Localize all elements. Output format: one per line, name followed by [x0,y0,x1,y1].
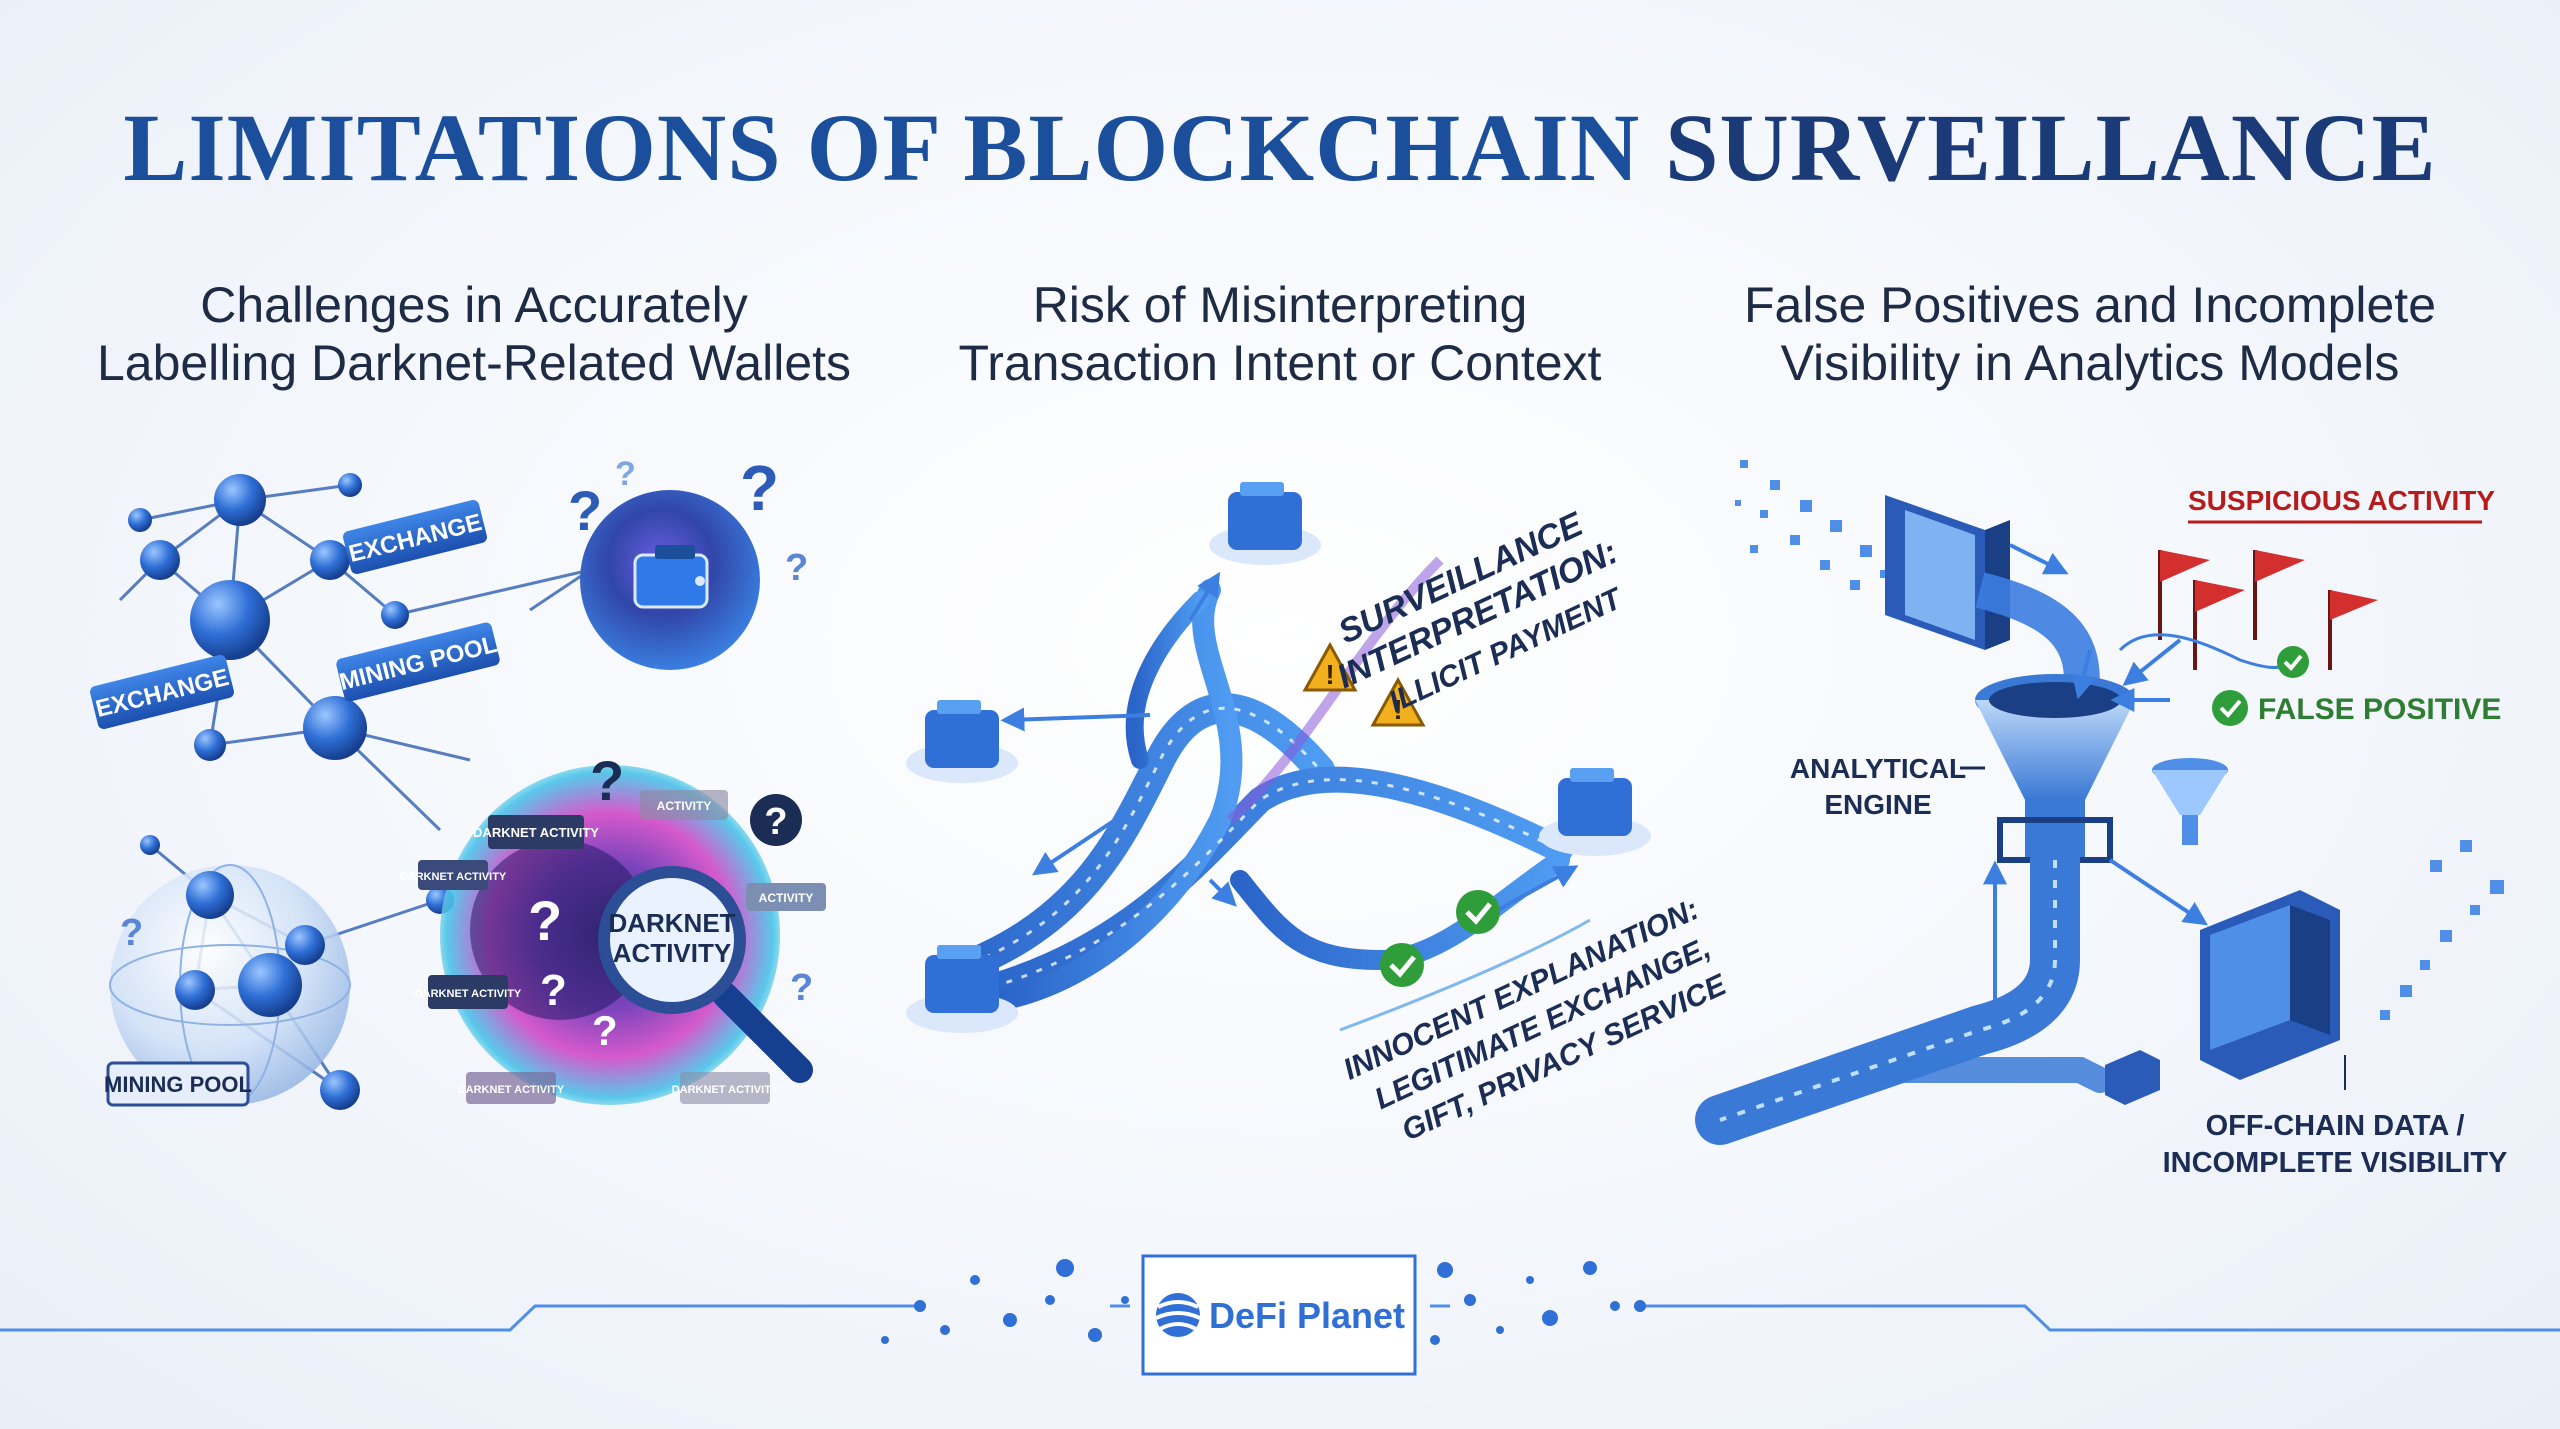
activity-tag-2: ACTIVITY [759,891,814,905]
question-mark-9: ? [790,967,813,1009]
section2-heading-line1: Risk of Misinterpreting [1032,277,1528,333]
darknet-tag-4: DARKNET ACTIVITY [458,1084,565,1096]
network-nodes [128,473,454,1110]
question-mark-6: ? [528,889,562,952]
question-mark-4: ? [785,547,808,589]
question-mark-10: ? [120,912,143,954]
section2-illustration: ! ! SURVEILLANCE INTERPRETATION: ILLICIT… [906,482,1732,1148]
offchain-label-line1: OFF-CHAIN DATA / [2206,1110,2465,1142]
title-part2: SURVEILLANCE [1665,94,2437,201]
flag-icon-4 [2328,590,2378,670]
question-mark-3: ? [615,455,636,493]
false-positive-check [2212,690,2248,726]
data-particles [1735,460,2504,1020]
check-icons [1380,890,1500,987]
darknet-tags: DARKNET ACTIVITY DARKNET ACTIVITY DARKNE… [400,790,826,1104]
question-bubble [750,794,802,846]
section-heading-2: Risk of Misinterpreting Transaction Inte… [870,276,1690,392]
tag-mining-pool-top: MINING POOL [336,622,500,702]
question-mark-8: ? [592,1007,618,1054]
warning-icon-1 [1302,641,1358,692]
section-heading-1: Challenges in Accurately Labelling Darkn… [64,276,884,392]
suspicious-activity-label: SUSPICIOUS ACTIVITY [2188,485,2495,516]
wallet-icons [906,482,1651,1033]
wallet-icon-3 [906,945,1018,1033]
section1-illustration: DARKNET ACTIVITY EXCHANGE EXCHANGE MININ… [90,452,826,1110]
activity-tag-1: ACTIVITY [657,799,712,813]
darknet-tag-3: DARKNET ACTIVITY [415,988,522,1000]
section3-arrows [1983,543,2208,1000]
section2-heading-line2: Transaction Intent or Context [958,335,1602,391]
engine-label-line1: ANALYTICAL [1790,753,1966,784]
question-marks: ? ? ? ? ? ? ? ? ? ? [120,452,813,1054]
surveillance-label: SURVEILLANCE INTERPRETATION: ILLICIT PAY… [1331,505,1629,719]
svg-text:!: ! [1393,694,1402,725]
false-positive-check-small [2277,646,2309,678]
magnifier-label-line1: DARKNET [608,908,735,938]
innocent-label: INNOCENT EXPLANATION: LEGITIMATE EXCHANG… [1338,893,1732,1148]
tag-exchange-top: EXCHANGE [343,499,487,575]
check-icon-1 [1380,943,1424,987]
section3-heading-line2: Visibility in Analytics Models [1780,335,2400,391]
wallet-icon-2 [906,700,1018,783]
title-part1: LIMITATIONS OF BLOCKCHAIN [123,94,1641,201]
warning-icons: ! ! [1302,641,1426,727]
flag-icon-1 [2158,550,2210,640]
tag-mining-pool-bottom-label: MINING POOL [104,1072,252,1097]
red-flags [2158,550,2378,670]
analytics-pipes [1695,835,2113,1145]
magnifier-icon [598,866,813,1083]
engine-label-line2: ENGINE [1824,789,1931,820]
wallet-bubble [580,490,760,670]
scanner-box [1885,495,2010,650]
darknet-tag-1: DARKNET ACTIVITY [473,825,599,840]
section3-illustration: SUSPICIOUS ACTIVITY FALSE POSITIVE ANALY… [1695,460,2508,1179]
analytics-funnel [1975,674,2135,863]
false-positive-label: FALSE POSITIVE [2258,693,2501,726]
path-highlights [939,706,1561,997]
network-globe [110,865,350,1105]
section3-heading-line1: False Positives and Incomplete [1743,277,2437,333]
question-mark-2: ? [740,452,779,524]
section-heading-3: False Positives and Incomplete Visibilit… [1680,276,2500,392]
wallet-icon-1 [1209,482,1321,565]
defi-planet-logo-icon [1155,1293,1201,1337]
magnifier-label-line2: ACTIVITY [613,938,731,968]
offchain-label-line2: INCOMPLETE VISIBILITY [2163,1147,2508,1179]
offchain-data-block [2200,890,2340,1080]
tag-mining-pool-bottom: MINING POOL [104,1061,252,1107]
section1-heading-line1: Challenges in Accurately [200,277,748,333]
wallet-icon-4 [1539,768,1651,856]
question-mark-1: ? [568,479,602,542]
question-mark-7: ? [540,966,567,1015]
page-title: LIMITATIONS OF BLOCKCHAIN SURVEILLANCE [0,92,2560,203]
warning-icon-2 [1370,676,1426,727]
darknet-tag-5: DARKNET ACTIVITY [672,1084,779,1096]
question-mark-11: ? [764,801,787,843]
flag-icon-2 [2193,580,2245,670]
brand-name: DeFi Planet [1209,1295,1405,1336]
server-icon [2105,1050,2160,1105]
check-icon-2 [1456,890,1500,934]
flag-icon-3 [2253,550,2305,640]
darknet-tag-2: DARKNET ACTIVITY [400,871,507,883]
question-mark-5: ? [590,749,624,812]
svg-text:!: ! [1325,659,1334,690]
section1-heading-line2: Labelling Darknet-Related Wallets [96,335,852,391]
small-funnel-icon [2152,758,2228,845]
footer-decoration: DeFi Planet [0,1254,2560,1376]
